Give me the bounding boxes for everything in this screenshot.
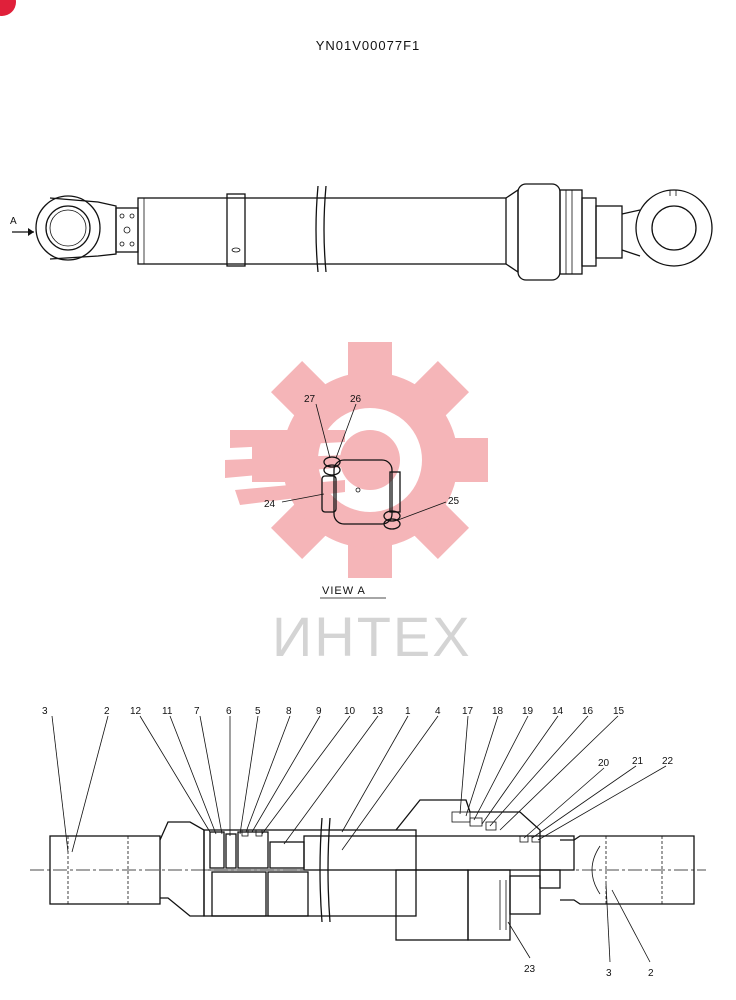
callout-8: 8 [286,706,292,717]
callout-4: 4 [435,706,441,717]
callout-13: 13 [372,706,384,717]
watermark-text: ИНТЕХ [272,605,472,668]
callout-20: 20 [598,758,610,769]
callout-11: 11 [162,706,173,717]
cylinder-section-view: 3 2 12 11 7 6 5 8 9 10 13 1 4 17 18 19 1… [30,706,706,979]
callout-24: 24 [264,499,276,510]
arrow-a-icon [28,228,34,236]
view-a-detail: 27 26 24 25 VIEW A [264,394,460,599]
callout-2-bottom: 2 [648,968,654,979]
drawing-code: YN01V00077F1 [315,38,421,53]
callout-22: 22 [662,756,674,767]
arrow-label: A [10,216,17,227]
callout-14: 14 [552,706,564,717]
callout-19: 19 [522,706,534,717]
callout-1: 1 [405,706,411,717]
callout-6: 6 [226,706,232,717]
callout-15: 15 [613,706,625,717]
callout-26: 26 [350,394,362,405]
callout-5: 5 [255,706,261,717]
callout-12: 12 [130,706,142,717]
callout-25: 25 [448,496,460,507]
callout-18: 18 [492,706,504,717]
watermark-gear-icon [225,342,488,578]
callout-17: 17 [462,706,474,717]
callout-23: 23 [524,964,536,975]
callout-2: 2 [104,706,110,717]
callout-21: 21 [632,756,644,767]
callout-10: 10 [344,706,356,717]
callout-3-bottom: 3 [606,968,612,979]
callout-16: 16 [582,706,594,717]
callout-27: 27 [304,394,316,405]
callout-9: 9 [316,706,322,717]
callout-3: 3 [42,706,48,717]
cylinder-side-view: A [10,183,713,281]
callout-7: 7 [194,706,200,717]
view-a-caption: VIEW A [322,585,366,597]
